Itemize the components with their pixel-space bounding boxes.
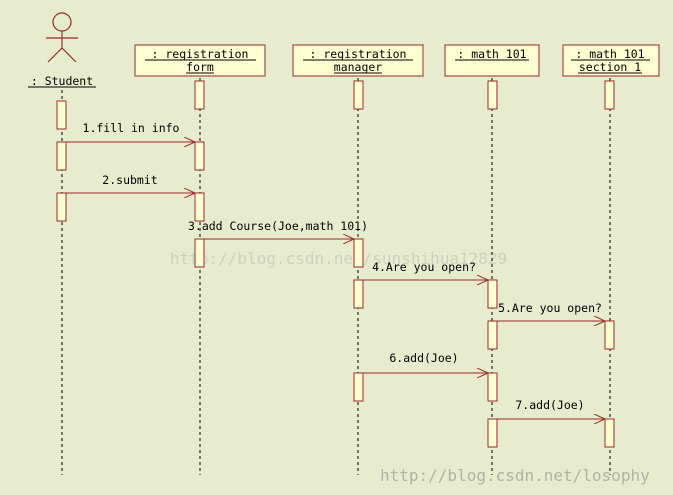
actor-label: : Student <box>31 74 93 88</box>
activation-bar <box>194 238 205 268</box>
object-registration-form: : registration form <box>134 44 266 77</box>
message-label-2: 2.submit <box>102 173 157 187</box>
activation-bar <box>56 192 67 222</box>
activation-bar <box>194 80 205 110</box>
activation-bar <box>56 141 67 171</box>
corner-watermark: http://blog.csdn.net/losophy <box>380 466 650 485</box>
lifelines <box>61 78 611 475</box>
activation-bar <box>487 372 498 402</box>
activation-bar <box>194 192 205 222</box>
message-label-7: 7.add(Joe) <box>515 398 584 412</box>
object-name-line2: manager <box>334 60 383 74</box>
object-name-line2: section 1 <box>579 60 641 74</box>
center-watermark: http://blog.csdn.net/sunshihua12829 <box>170 249 507 268</box>
stick-figure-icon <box>46 12 78 63</box>
actor-student: : Student <box>28 12 96 88</box>
object-name-line1: : registration <box>152 47 249 61</box>
activation-bar <box>56 100 67 130</box>
message-label-6: 6.add(Joe) <box>389 351 458 365</box>
activation-bar <box>353 238 364 268</box>
activation-bar <box>487 320 498 350</box>
activation-bars <box>56 80 615 448</box>
message-label-5: 5.Are you open? <box>498 301 602 315</box>
activation-bar <box>353 80 364 110</box>
activation-bar <box>194 141 205 171</box>
activation-bar <box>487 279 498 309</box>
object-name-line2: form <box>186 60 214 74</box>
message-label-3: 3.add Course(Joe,math 101) <box>188 219 368 233</box>
object-registration-manager: : registration manager <box>292 44 424 77</box>
activation-bar <box>353 372 364 402</box>
activation-bar <box>604 80 615 110</box>
activation-bar <box>604 320 615 350</box>
activation-bar <box>487 418 498 448</box>
activation-bar <box>353 279 364 309</box>
activation-bar <box>604 418 615 448</box>
message-label-4: 4.Are you open? <box>372 260 476 274</box>
object-name-line1: : registration <box>310 47 407 61</box>
object-math-101-section-1: : math 101 section 1 <box>562 44 660 77</box>
message-label-1: 1.fill in info <box>83 121 180 135</box>
activation-bar <box>487 80 498 110</box>
message-arrows <box>66 142 605 419</box>
object-name-line1: : math 101 <box>575 47 644 61</box>
object-name-line1: : math 101 <box>457 47 526 61</box>
object-math-101: : math 101 <box>444 44 540 77</box>
